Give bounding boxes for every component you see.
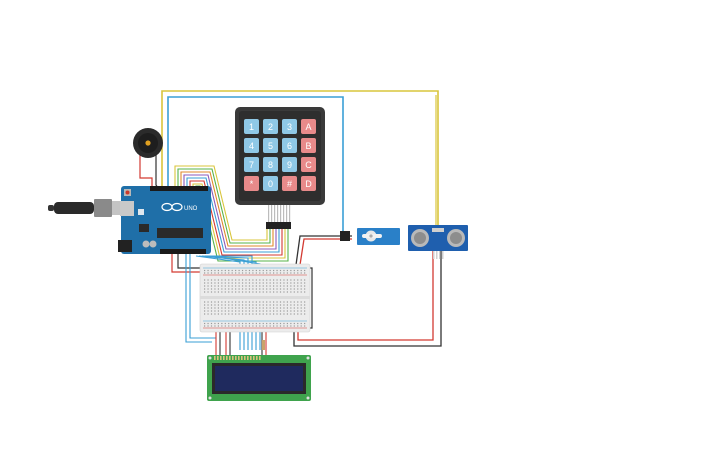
keypad-key[interactable]: C: [301, 157, 316, 172]
keypad-key-label: 6: [287, 141, 292, 151]
wire-sensor-red[interactable]: [297, 250, 434, 341]
keypad-pins: [268, 205, 291, 222]
keypad-key-label: C: [305, 160, 312, 170]
power-jack: [118, 240, 132, 252]
arduino-model-label: UNO: [184, 206, 198, 212]
keypad-key[interactable]: 4: [244, 138, 259, 153]
keypad-key[interactable]: 2: [263, 119, 278, 134]
keypad-key[interactable]: 1: [244, 119, 259, 134]
keypad-key-label: #: [287, 179, 292, 189]
breadboard-holes: [204, 269, 306, 327]
wire-servo-red[interactable]: [299, 238, 352, 266]
usb-port: [120, 201, 134, 216]
keypad-key-label: 9: [287, 160, 292, 170]
keypad-key[interactable]: 5: [263, 138, 278, 153]
wire-arduino-power-black[interactable]: [177, 252, 200, 269]
keypad-key[interactable]: D: [301, 176, 316, 191]
keypad-key[interactable]: #: [282, 176, 297, 191]
microcontroller-chip: [157, 228, 203, 238]
keypad-key-label: B: [305, 141, 311, 151]
wire-arduino-power-red[interactable]: [171, 252, 200, 273]
keypad-key-label: 2: [268, 122, 273, 132]
keypad-key-label: *: [250, 179, 254, 189]
keypad-key-label: 7: [249, 160, 254, 170]
lcd-16x2[interactable]: [207, 355, 311, 401]
keypad-key-label: A: [305, 122, 311, 132]
keypad-key-label: 3: [287, 122, 292, 132]
keypad-key[interactable]: 8: [263, 157, 278, 172]
keypad-key[interactable]: 6: [282, 138, 297, 153]
digital-header: [150, 186, 208, 191]
keypad-connector: [266, 222, 291, 229]
wire-blue-top[interactable]: [167, 96, 344, 232]
keypad-key-label: D: [305, 179, 312, 189]
buzzer-center-dot: [145, 140, 151, 146]
usb-cable[interactable]: [48, 199, 126, 217]
wire-buzzer-red[interactable]: [139, 152, 153, 188]
keypad-key[interactable]: *: [244, 176, 259, 191]
lcd-screen: [215, 366, 303, 391]
wire-sensor-black[interactable]: [293, 250, 442, 347]
keypad-key-label: 1: [249, 122, 254, 132]
micro-servo[interactable]: [340, 228, 400, 245]
keypad-key-label: 8: [268, 160, 273, 170]
keypad-key[interactable]: 9: [282, 157, 297, 172]
keypad-4x4[interactable]: 1 2 3 A 4 5 6 B 7 8 9 C * 0 # D: [235, 107, 325, 229]
keypad-key-label: 5: [268, 141, 273, 151]
arduino-logo-icon: [161, 202, 183, 212]
breadboard[interactable]: [199, 263, 311, 333]
keypad-key[interactable]: A: [301, 119, 316, 134]
wire-buzzer-black[interactable]: [155, 152, 159, 189]
keypad-key[interactable]: B: [301, 138, 316, 153]
keypad-key[interactable]: 0: [263, 176, 278, 191]
resistor[interactable]: [262, 340, 265, 350]
wire-servo-black[interactable]: [295, 235, 352, 266]
keypad-key-label: 0: [268, 179, 273, 189]
analog-header: [160, 249, 206, 254]
keypad-key[interactable]: 3: [282, 119, 297, 134]
keypad-key-label: 4: [249, 141, 254, 151]
arduino-uno-board[interactable]: UNO: [118, 186, 211, 254]
lcd-pins: [214, 356, 261, 360]
keypad-key[interactable]: 7: [244, 157, 259, 172]
ultrasonic-sensor[interactable]: [408, 225, 468, 259]
piezo-buzzer[interactable]: [133, 128, 163, 158]
